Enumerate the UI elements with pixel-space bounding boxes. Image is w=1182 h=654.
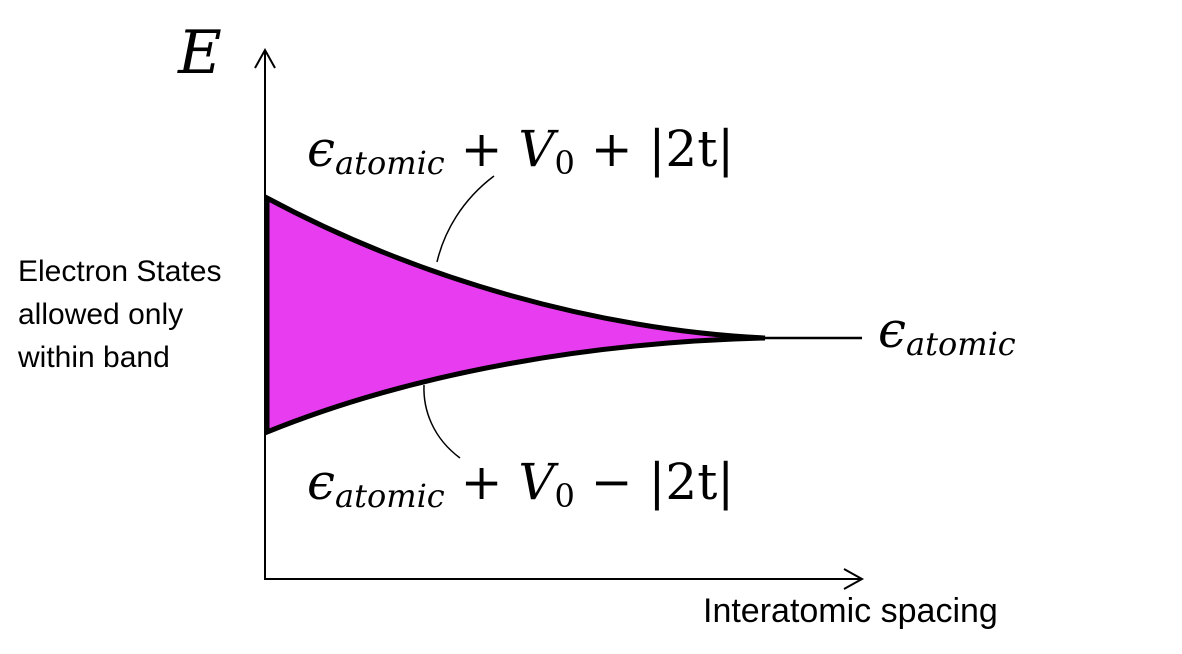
upper-epsilon: ϵ [307, 120, 335, 178]
upper-tail: + |2t| [575, 120, 734, 178]
upper-edge-label: ϵatomic + V0 + |2t| [307, 120, 734, 182]
y-axis-label: E [177, 18, 222, 88]
upper-epsilon-subscript: atomic [335, 144, 445, 182]
annotation-line-3: within band [17, 341, 170, 374]
upper-plus: + [445, 120, 519, 178]
lower-tail: − |2t| [575, 453, 734, 511]
lower-edge-label: ϵatomic + V0 − |2t| [307, 453, 734, 515]
upper-v-subscript: 0 [555, 144, 575, 182]
upper-v: V [518, 120, 559, 178]
atomic-epsilon: ϵ [878, 301, 906, 359]
annotation-line-2: allowed only [18, 298, 183, 331]
atomic-epsilon-subscript: atomic [906, 325, 1016, 363]
lower-v: V [518, 453, 559, 511]
band-annotation: Electron States allowed only within band [17, 255, 230, 374]
lower-epsilon: ϵ [307, 453, 335, 511]
atomic-level-label: ϵatomic [878, 301, 1016, 363]
energy-band [264, 193, 766, 436]
lower-v-subscript: 0 [555, 477, 575, 515]
upper-leader-line [436, 175, 495, 263]
annotation-line-1: Electron States [18, 255, 221, 288]
lower-epsilon-subscript: atomic [335, 477, 445, 515]
lower-leader-line [423, 384, 461, 459]
lower-plus: + [445, 453, 519, 511]
x-axis-label: Interatomic spacing [703, 592, 998, 630]
